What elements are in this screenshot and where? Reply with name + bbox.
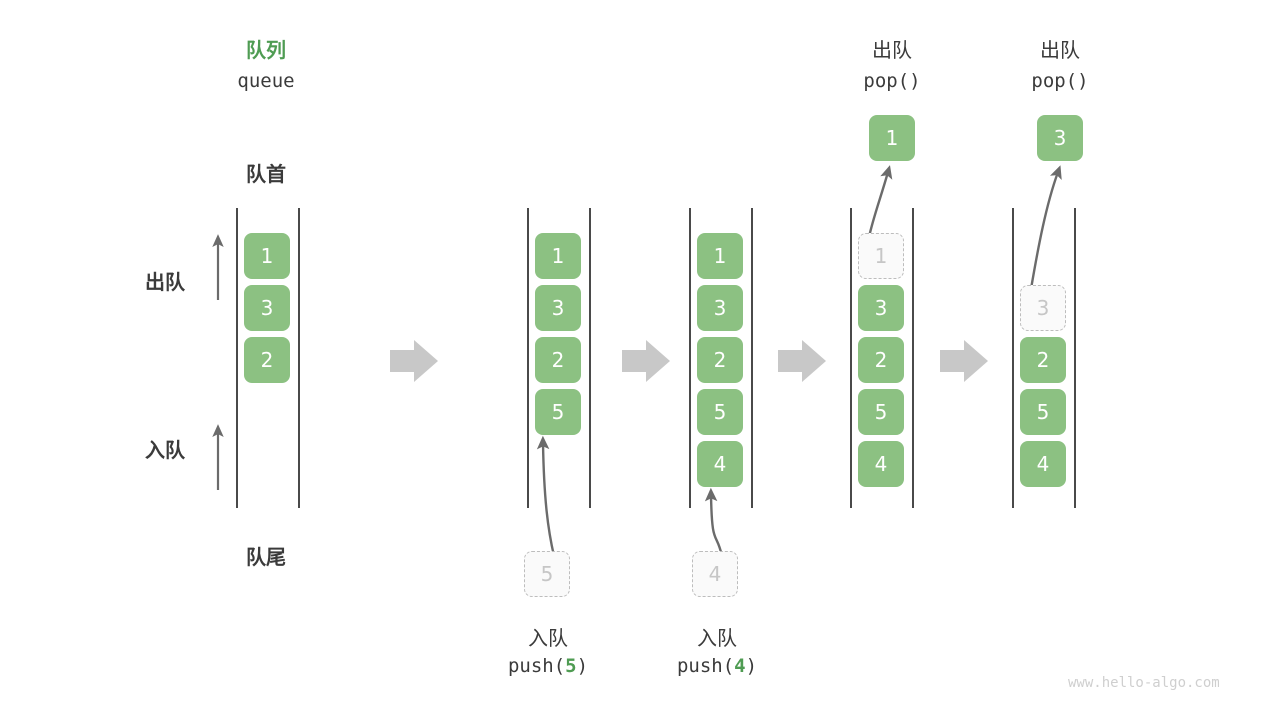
watermark: www.hello-algo.com <box>1068 675 1220 691</box>
queue-cell: 4 <box>858 441 904 487</box>
code-prefix: push( <box>507 655 566 677</box>
popped-cell: 3 <box>1037 115 1083 161</box>
queue-cell: 3 <box>697 285 743 331</box>
flow-arrow-4 <box>940 340 988 382</box>
queue-cell-new: 5 <box>535 389 581 435</box>
rail-left <box>689 208 691 508</box>
enqueue-direction-label: 入队 <box>145 438 185 462</box>
pop-arrow-3 <box>1029 165 1062 290</box>
pop-caption-code: pop() <box>1031 70 1089 92</box>
pop-caption-cn: 出队 <box>1040 38 1080 62</box>
push-caption-code: push(4) <box>662 655 772 677</box>
code-prefix: push( <box>676 655 735 677</box>
queue-cell: 2 <box>535 337 581 383</box>
queue-cell: 4 <box>1020 441 1066 487</box>
push-caption-cn: 入队 <box>528 626 568 650</box>
pop-arrow-1 <box>867 165 893 238</box>
flow-arrow-3 <box>778 340 826 382</box>
queue-title-cn: 队列 <box>246 38 286 62</box>
front-label: 队首 <box>246 162 286 186</box>
queue-cell: 2 <box>1020 337 1066 383</box>
pop-caption-cn: 出队 <box>872 38 912 62</box>
rear-label: 队尾 <box>246 545 286 569</box>
push-caption-cn: 入队 <box>697 626 737 650</box>
code-suffix: ) <box>576 655 589 677</box>
queue-cell: 3 <box>244 285 290 331</box>
dequeue-direction-label: 出队 <box>145 270 185 294</box>
incoming-ghost-cell: 5 <box>524 551 570 597</box>
rail-left <box>527 208 529 508</box>
queue-cell: 2 <box>697 337 743 383</box>
flow-arrow-1 <box>390 340 438 382</box>
rail-right <box>589 208 591 508</box>
pop-caption-code: pop() <box>863 70 921 92</box>
popped-cell: 1 <box>869 115 915 161</box>
queue-cell: 2 <box>244 337 290 383</box>
rail-left <box>1012 208 1014 508</box>
queue-cell: 5 <box>858 389 904 435</box>
queue-cell: 2 <box>858 337 904 383</box>
rail-right <box>912 208 914 508</box>
queue-cell: 1 <box>697 233 743 279</box>
queue-cell-new: 4 <box>697 441 743 487</box>
code-value: 4 <box>734 655 746 677</box>
push-caption-code: push(5) <box>493 655 603 677</box>
queue-cell-removed: 1 <box>858 233 904 279</box>
queue-cell: 1 <box>244 233 290 279</box>
queue-cell: 3 <box>535 285 581 331</box>
rail-right <box>1074 208 1076 508</box>
flow-arrow-2 <box>622 340 670 382</box>
rail-right <box>751 208 753 508</box>
rail-left <box>850 208 852 508</box>
queue-cell: 5 <box>1020 389 1066 435</box>
code-suffix: ) <box>745 655 758 677</box>
queue-title-en: queue <box>237 70 295 92</box>
push-arrow-4 <box>704 487 724 557</box>
incoming-ghost-cell: 4 <box>692 551 738 597</box>
rail-left <box>236 208 238 508</box>
queue-cell: 5 <box>697 389 743 435</box>
queue-cell: 3 <box>858 285 904 331</box>
queue-cell-removed: 3 <box>1020 285 1066 331</box>
code-value: 5 <box>565 655 577 677</box>
rail-right <box>298 208 300 508</box>
queue-cell: 1 <box>535 233 581 279</box>
push-arrow-5 <box>536 435 556 557</box>
